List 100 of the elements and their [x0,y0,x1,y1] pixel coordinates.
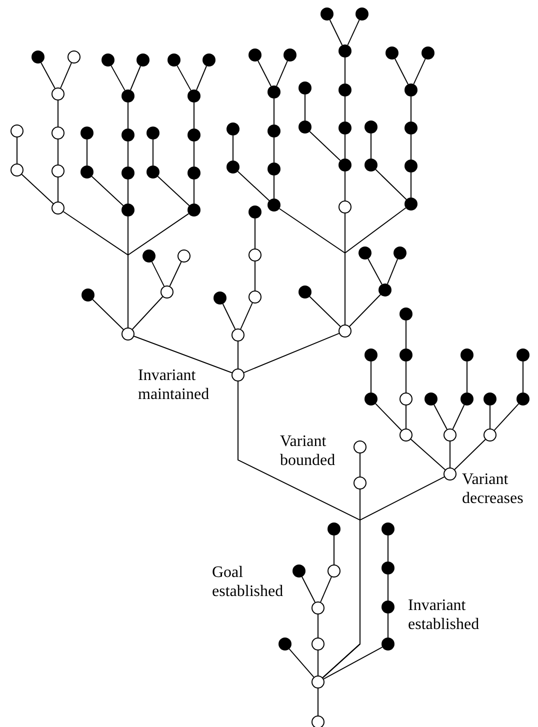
open-circle-node [338,324,352,338]
filled-dot-node [386,46,398,60]
tree-branch-line [320,576,332,603]
filled-dot-node [298,286,312,298]
filled-dot-node [122,204,134,216]
node-caption: Variant decreases [462,470,524,508]
filled-dot-node [320,8,334,20]
filled-dot-node [338,44,352,58]
filled-dot-node [404,160,418,172]
tree-branch-line [454,439,486,470]
tree-branch-line [86,139,88,166]
filled-dot-node [80,166,94,178]
tree-branch-line [386,258,398,284]
tree-branch-line [254,218,256,249]
filled-dot-node [382,638,394,650]
tree-branch-line [222,303,236,330]
filled-dot-node [122,166,134,180]
tree-branch-line [329,19,343,46]
open-circle-node [328,564,340,578]
tree-branch-line [196,66,207,90]
tree-branch-line [413,58,426,85]
filled-dot-node [516,348,530,362]
filled-dot-node [136,54,150,66]
tree-branch-line [434,404,448,430]
tree-branch-line [309,296,341,327]
filled-dot-node [284,48,296,62]
filled-dot-node [102,54,114,66]
tree-branch-line [169,261,182,287]
tree-branch-line [309,130,341,162]
open-circle-node [248,290,262,304]
open-circle-node [68,50,80,64]
filled-dot-node [122,90,134,102]
filled-dot-node [142,250,156,262]
open-circle-node [400,428,412,442]
filled-dot-node [338,122,352,134]
open-circle-node [354,440,366,454]
filled-dot-node [516,392,530,406]
tree-branch-line [130,66,141,90]
tree-branch-line [370,133,372,159]
filled-dot-node [364,348,378,362]
tree-branch-line [244,332,340,374]
open-circle-node [160,286,174,298]
tree-branch-line [344,57,346,84]
filled-dot-node [188,166,200,180]
tree-branch-line [344,96,346,122]
tree-branch-line [301,576,316,603]
open-circle-node [10,124,24,138]
tree-branch-line [240,302,253,330]
filled-dot-node [146,166,160,178]
tree-branch-line [232,135,234,161]
tree-branch-line [16,137,18,164]
open-circle-node [444,428,456,442]
filled-dot-node [226,160,240,174]
tree-branch-line [494,403,520,431]
filled-dot-node [338,158,352,172]
tree-branch-line [410,96,412,122]
filled-dot-node [122,128,134,142]
tree-branch-line [92,299,124,330]
filled-dot-node [404,84,418,96]
tree-branch-line [344,207,406,325]
tree-branch-line [254,261,256,291]
filled-dot-node [80,126,94,140]
tree-branch-line [128,213,190,328]
tree-branch-line [21,174,54,204]
tree-branch-line [110,65,126,91]
open-circle-node [52,126,64,140]
open-circle-node [178,250,190,262]
filled-dot-node [356,8,368,20]
filled-dot-node [168,54,180,66]
open-circle-node [232,368,244,382]
tree-branch-line [347,19,360,46]
filled-dot-node [188,128,200,142]
tree-branch-line [410,438,446,470]
tree-branch-line [344,171,346,201]
node-caption: Variant bounded [280,432,336,470]
tree-branch-line [344,134,346,159]
open-circle-node [312,638,324,650]
tree-branch-line [410,134,412,160]
filled-dot-node [298,82,312,94]
filled-dot-node [364,392,378,406]
filled-dot-node [460,348,474,362]
open-circle-node [484,428,496,442]
open-circle-node [444,468,456,480]
filled-dot-node [378,284,392,296]
filled-dot-node [400,308,412,320]
tree-branch-line [323,646,383,680]
tree-branch-line [522,361,524,393]
node-caption: Goal established [212,563,284,601]
open-circle-node [312,602,324,614]
filled-dot-node [400,348,412,362]
filled-dot-node [364,158,378,172]
open-circle-node [52,88,64,100]
filled-dot-node [268,162,280,176]
filled-dot-node [268,198,280,212]
node-caption: Invariant established [408,596,480,634]
open-circle-node [10,164,24,176]
filled-dot-node [404,122,418,134]
filled-dot-node [328,522,340,536]
tree-branch-line [157,176,190,206]
filled-dot-node [460,392,474,406]
